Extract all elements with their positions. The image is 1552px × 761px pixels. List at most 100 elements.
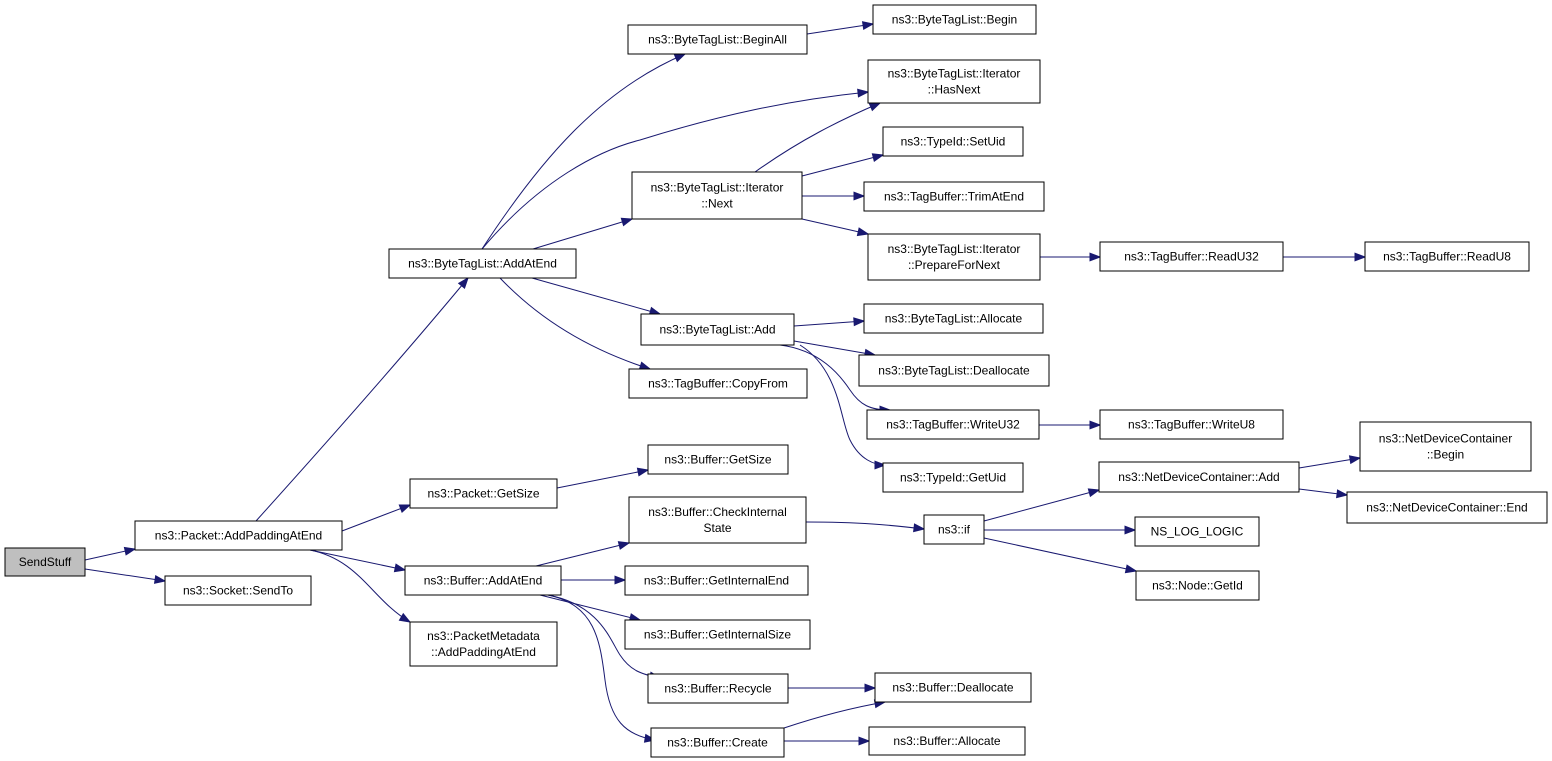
node-box: [624, 619, 811, 650]
node-label: ns3::if: [938, 523, 971, 537]
node-ns-log-logic[interactable]: NS_LOG_LOGIC: [1134, 516, 1260, 547]
call-edge-buffer_addatend-to-buffer_checkinternalstate: [535, 541, 631, 567]
node-box: [923, 514, 985, 545]
arrowhead: [853, 191, 866, 201]
node-box: [882, 462, 1024, 493]
call-edge-ns3_if-to-node_getid: [983, 537, 1138, 574]
call-edge-buffer_addatend-to-buffer_getinternalend: [561, 575, 627, 585]
node-label: NS_LOG_LOGIC: [1151, 525, 1244, 539]
node-buffer-getinternalsize[interactable]: ns3::Buffer::GetInternalSize: [624, 619, 811, 650]
call-edge-bytetaglist_add-to-typeid_getuid: [799, 344, 887, 470]
node-label: ns3::Buffer::GetSize: [664, 453, 771, 467]
call-edge-tagbuffer_writeu32-to-tagbuffer_writeu8: [1039, 420, 1102, 430]
node-box: [404, 565, 562, 596]
edge-line: [481, 91, 869, 250]
call-edge-bytetaglist_addatend-to-bytetaglist_iterator_hasnext: [481, 88, 870, 250]
node-label: ns3::PacketMetadata: [427, 629, 540, 643]
node-ns3-if[interactable]: ns3::if: [923, 514, 985, 545]
edge-line: [341, 504, 411, 532]
node-label: ns3::TagBuffer::WriteU32: [886, 418, 1020, 432]
node-box: [624, 565, 809, 596]
node-bytetaglist-iterator-hasnext[interactable]: ns3::ByteTagList::Iterator::HasNext: [867, 59, 1041, 104]
call-edge-bytetaglist_iterator_next-to-typeid_setuid: [801, 153, 885, 177]
node-sendstuff[interactable]: SendStuff: [4, 547, 86, 577]
node-tagbuffer-writeu32[interactable]: ns3::TagBuffer::WriteU32: [866, 409, 1040, 440]
node-bytetaglist-allocate[interactable]: ns3::ByteTagList::Allocate: [863, 303, 1044, 334]
call-edge-bytetaglist_addatend-to-tagbuffer_copyfrom: [499, 277, 652, 371]
node-netdevicecontainer-end[interactable]: ns3::NetDeviceContainer::End: [1346, 491, 1548, 524]
node-box: [863, 303, 1044, 334]
edge-line: [547, 594, 656, 741]
node-box: [1135, 570, 1260, 601]
edge-line: [805, 521, 925, 530]
node-buffer-addatend[interactable]: ns3::Buffer::AddAtEnd: [404, 565, 562, 596]
arrowhead: [153, 574, 167, 584]
node-label: ns3::Buffer::GetInternalSize: [644, 628, 792, 642]
node-label: ns3::ByteTagList::Begin: [892, 13, 1017, 27]
arrowhead: [868, 102, 882, 112]
node-buffer-deallocate[interactable]: ns3::Buffer::Deallocate: [874, 672, 1032, 703]
node-label: ns3::Packet::AddPaddingAtEnd: [155, 529, 322, 543]
node-bytetaglist-iterator-next[interactable]: ns3::ByteTagList::Iterator::Next: [631, 171, 803, 220]
node-typeid-getuid[interactable]: ns3::TypeId::GetUid: [882, 462, 1024, 493]
node-label: ns3::Buffer::Create: [667, 736, 768, 750]
node-packet-addpaddingatend[interactable]: ns3::Packet::AddPaddingAtEnd: [134, 520, 343, 551]
edge-line: [806, 23, 874, 35]
call-edge-bytetaglist_addatend-to-bytetaglist_beginall: [481, 53, 687, 250]
arrowhead: [1348, 455, 1362, 465]
node-bytetaglist-iterator-preparefornext[interactable]: ns3::ByteTagList::Iterator::PrepareForNe…: [867, 233, 1041, 281]
node-label: ns3::TagBuffer::ReadU8: [1383, 250, 1511, 264]
node-buffer-getinternalend[interactable]: ns3::Buffer::GetInternalEnd: [624, 565, 809, 596]
node-bytetaglist-deallocate[interactable]: ns3::ByteTagList::Deallocate: [858, 354, 1050, 387]
arrowhead: [1336, 489, 1349, 499]
node-label: ns3::ByteTagList::Deallocate: [878, 364, 1030, 378]
arrowhead: [857, 88, 870, 98]
node-typeid-setuid[interactable]: ns3::TypeId::SetUid: [882, 126, 1024, 157]
edges-layer: [84, 21, 1367, 746]
node-box: [647, 444, 789, 475]
edge-line: [531, 277, 661, 315]
node-label: ::Next: [701, 197, 733, 211]
node-socket-sendto[interactable]: ns3::Socket::SendTo: [164, 575, 312, 606]
node-tagbuffer-readu8[interactable]: ns3::TagBuffer::ReadU8: [1364, 241, 1530, 272]
node-label: ns3::TagBuffer::WriteU8: [1128, 418, 1255, 432]
node-tagbuffer-readu32[interactable]: ns3::TagBuffer::ReadU32: [1099, 241, 1284, 272]
node-label: ns3::Buffer::Recycle: [664, 682, 771, 696]
call-edge-ns3_if-to-ns_log_logic: [984, 525, 1137, 535]
arrowhead: [614, 575, 627, 585]
edge-line: [255, 277, 469, 522]
node-tagbuffer-writeu8[interactable]: ns3::TagBuffer::WriteU8: [1099, 409, 1284, 440]
node-label: ns3::NetDeviceContainer::End: [1366, 501, 1527, 515]
node-packet-getsize[interactable]: ns3::Packet::GetSize: [409, 478, 558, 509]
edge-line: [783, 701, 886, 729]
call-edge-bytetaglist_add-to-bytetaglist_allocate: [793, 317, 866, 327]
node-label: ns3::TagBuffer::CopyFrom: [648, 377, 788, 391]
node-label: SendStuff: [19, 555, 72, 569]
node-label: ns3::ByteTagList::BeginAll: [648, 33, 787, 47]
node-tagbuffer-copyfrom[interactable]: ns3::TagBuffer::CopyFrom: [628, 368, 808, 399]
node-buffer-recycle[interactable]: ns3::Buffer::Recycle: [647, 673, 789, 704]
node-packetmetadata-addpaddingatend[interactable]: ns3::PacketMetadata::AddPaddingAtEnd: [409, 621, 558, 667]
call-edge-buffer_create-to-buffer_deallocate: [783, 699, 887, 729]
node-box: [631, 171, 803, 220]
call-edge-buffer_recycle-to-buffer_deallocate: [788, 683, 877, 693]
node-bytetaglist-begin[interactable]: ns3::ByteTagList::Begin: [872, 4, 1037, 35]
node-label: ns3::ByteTagList::Allocate: [885, 312, 1023, 326]
arrowhead: [871, 153, 885, 163]
node-netdevicecontainer-begin[interactable]: ns3::NetDeviceContainer::Begin: [1359, 421, 1532, 472]
node-netdevicecontainer-add[interactable]: ns3::NetDeviceContainer::Add: [1098, 461, 1300, 493]
edge-line: [983, 537, 1137, 572]
node-buffer-create[interactable]: ns3::Buffer::Create: [650, 727, 785, 758]
node-box: [164, 575, 312, 606]
node-bytetaglist-beginall[interactable]: ns3::ByteTagList::BeginAll: [627, 24, 808, 55]
node-node-getid[interactable]: ns3::Node::GetId: [1135, 570, 1260, 601]
node-buffer-getsize[interactable]: ns3::Buffer::GetSize: [647, 444, 789, 475]
node-bytetaglist-add[interactable]: ns3::ByteTagList::Add: [640, 313, 795, 346]
arrowhead: [1089, 420, 1102, 430]
node-bytetaglist-addatend[interactable]: ns3::ByteTagList::AddAtEnd: [388, 248, 577, 279]
node-label: ns3::TypeId::SetUid: [901, 135, 1006, 149]
node-tagbuffer-trimatend[interactable]: ns3::TagBuffer::TrimAtEnd: [863, 181, 1045, 212]
node-label: ns3::Buffer::Deallocate: [892, 681, 1014, 695]
node-buffer-allocate[interactable]: ns3::Buffer::Allocate: [868, 726, 1026, 756]
